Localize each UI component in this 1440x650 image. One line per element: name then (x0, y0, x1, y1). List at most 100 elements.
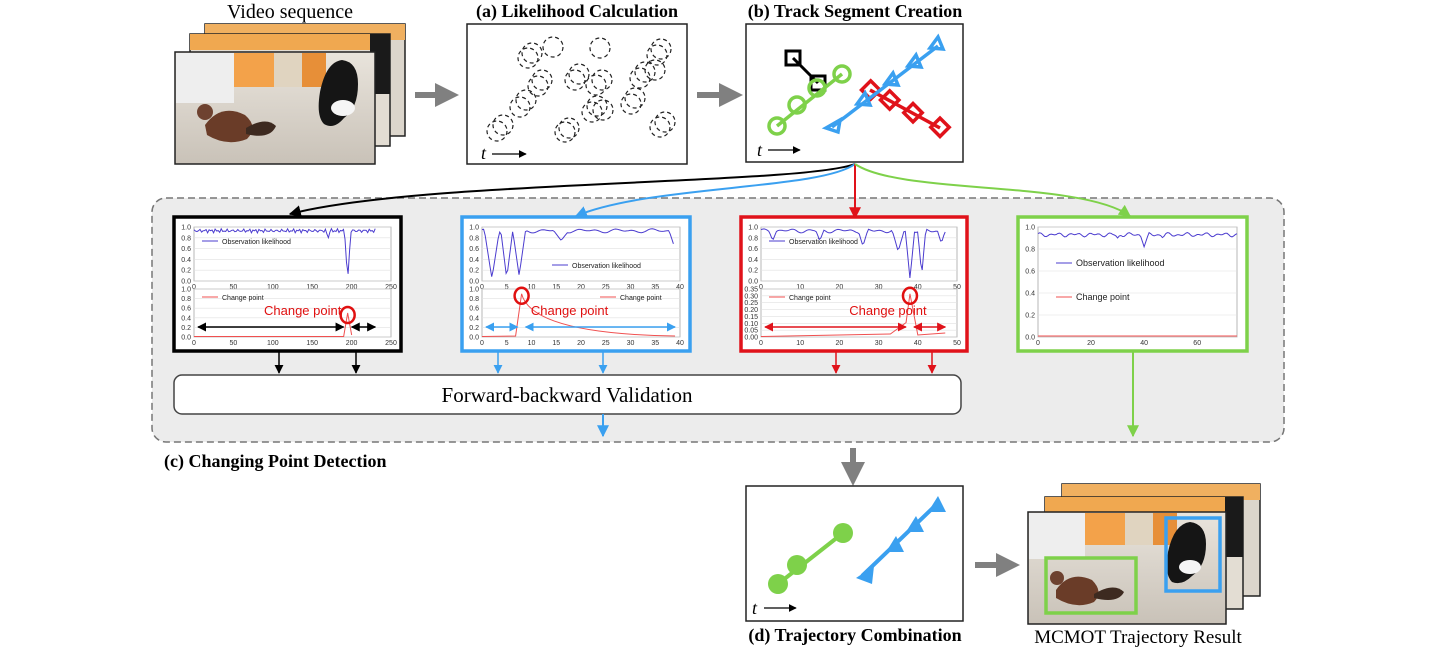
candidate-circle (568, 63, 590, 85)
y-tick-label: 0.4 (469, 257, 479, 264)
x-tick-label: 15 (552, 340, 560, 347)
candidate-circle (649, 116, 671, 138)
change-legend-label: Change point (222, 295, 264, 302)
likelihood-series-line (1037, 231, 1238, 249)
y-tick-label: 0.8 (181, 235, 191, 242)
x-tick-label: 10 (528, 284, 536, 291)
change-series-line (481, 293, 676, 337)
video-frame-front (174, 51, 376, 165)
y-tick-label: 0.35 (744, 287, 758, 294)
change-point-annotation: Change point (849, 303, 927, 318)
x-tick-label: 0 (192, 340, 196, 347)
y-tick-label: 1.0 (748, 225, 758, 232)
x-tick-label: 30 (627, 284, 635, 291)
x-tick-label: 150 (306, 340, 318, 347)
x-tick-label: 25 (602, 340, 610, 347)
y-tick-label: 0.4 (748, 257, 758, 264)
y-tick-label: 0.2 (181, 325, 191, 332)
x-tick-label: 20 (836, 340, 844, 347)
y-tick-label: 0.25 (744, 300, 758, 307)
y-tick-label: 0.0 (469, 335, 479, 342)
y-tick-label: 0.0 (748, 279, 758, 286)
x-tick-label: 50 (953, 284, 961, 291)
change-legend-label: Change point (789, 295, 831, 302)
x-tick-label: 100 (267, 340, 279, 347)
y-tick-label: 0.6 (469, 246, 479, 253)
candidate-circle (542, 36, 564, 58)
y-tick-label: 0.8 (469, 296, 479, 303)
candidate-circle (527, 75, 549, 97)
y-tick-label: 0.2 (1025, 313, 1035, 320)
combined-green-trajectory (768, 523, 853, 594)
y-tick-label: 0.05 (744, 328, 758, 335)
likelihood-calculation-panel: t (466, 23, 688, 165)
candidate-circle (509, 96, 531, 118)
x-tick-label: 20 (577, 340, 585, 347)
candidate-circle (624, 87, 646, 109)
change-series-line (760, 293, 946, 337)
x-tick-label: 150 (306, 284, 318, 291)
x-tick-label: 0 (480, 340, 484, 347)
y-tick-label: 0.10 (744, 321, 758, 328)
likelihood-series-line (193, 227, 376, 274)
x-tick-label: 10 (796, 340, 804, 347)
trajectory-combination-title: (d) Trajectory Combination (748, 625, 961, 646)
y-tick-label: 0.8 (1025, 247, 1035, 254)
y-tick-label: 0.15 (744, 314, 758, 321)
x-tick-label: 25 (602, 284, 610, 291)
mcmot-result-label: MCMOT Trajectory Result (1034, 627, 1242, 648)
likelihood-legend-label: Observation likelihood (222, 239, 291, 246)
likelihood-legend-label: Observation likelihood (789, 239, 858, 246)
x-tick-label: 15 (552, 284, 560, 291)
candidate-circle (515, 89, 537, 111)
candidate-circle (517, 47, 539, 69)
x-tick-label: 40 (676, 284, 684, 291)
x-tick-label: 250 (385, 284, 397, 291)
plot-to-validation-arrows (274, 351, 937, 374)
likelihood-series-line (481, 228, 674, 277)
y-tick-label: 0.4 (469, 315, 479, 322)
green-track-segment (767, 64, 852, 136)
time-axis-label: t (481, 143, 487, 163)
candidate-circle (591, 69, 613, 91)
mcmot-frame-front (1027, 511, 1227, 625)
axes-box (1037, 226, 1238, 338)
candidate-circle (620, 93, 642, 115)
likelihood-legend-label: Observation likelihood (572, 263, 641, 270)
change-point-marker (901, 286, 919, 306)
red-track-segment (859, 78, 952, 139)
forward-backward-validation-box (173, 374, 962, 415)
x-tick-label: 40 (914, 284, 922, 291)
trajectory-combination-panel: t (745, 485, 964, 622)
video-sequence-label: Video sequence (227, 1, 353, 23)
y-tick-label: 1.0 (469, 287, 479, 294)
changing-point-detection-title: (c) Changing Point Detection (164, 451, 386, 472)
y-tick-label: 0.2 (469, 268, 479, 275)
candidate-circle (634, 61, 656, 83)
y-tick-label: 0.0 (181, 335, 191, 342)
x-tick-label: 30 (627, 340, 635, 347)
x-tick-label: 0 (480, 284, 484, 291)
change-legend-label: Change point (1076, 292, 1130, 302)
y-tick-label: 0.4 (1025, 291, 1035, 298)
y-tick-label: 0.6 (469, 306, 479, 313)
y-tick-label: 1.0 (1025, 225, 1035, 232)
x-tick-label: 30 (875, 284, 883, 291)
y-tick-label: 0.20 (744, 307, 758, 314)
video-frames-stack (174, 23, 406, 165)
x-tick-label: 50 (230, 340, 238, 347)
time-axis-label: t (752, 598, 758, 618)
x-tick-label: 200 (346, 340, 358, 347)
x-tick-label: 20 (577, 284, 585, 291)
x-tick-label: 40 (676, 340, 684, 347)
